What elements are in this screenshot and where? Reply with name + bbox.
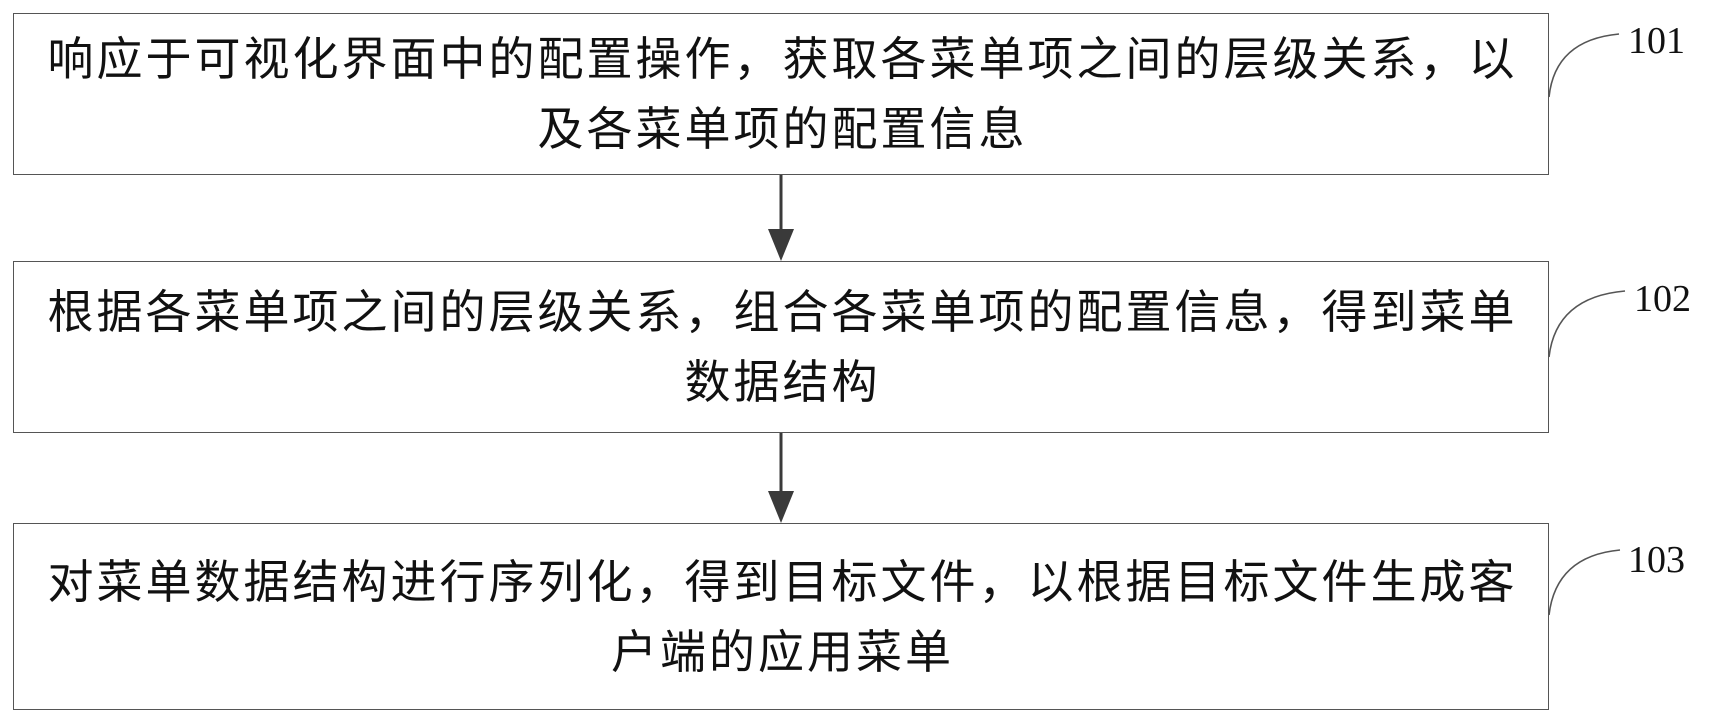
leader-curve-102 (1548, 290, 1626, 358)
step-box-103: 对菜单数据结构进行序列化，得到目标文件，以根据目标文件生成客 户端的应用菜单 (13, 523, 1549, 710)
arrow-102-to-103 (768, 433, 794, 523)
step-101-text-line-1: 响应于可视化界面中的配置操作，获取各菜单项之间的层级关系，以 (47, 32, 1518, 86)
step-label-103: 103 (1628, 539, 1685, 581)
step-101-text-line-2: 及各菜单项的配置信息 (537, 102, 1028, 156)
arrow-101-to-102-head (768, 229, 794, 261)
step-103-text-line-2: 户端的应用菜单 (611, 624, 954, 679)
step-102-text-line-1: 根据各菜单项之间的层级关系，组合各菜单项的配置信息，得到菜单 (47, 285, 1518, 339)
step-102-text-line-2: 数据结构 (684, 355, 881, 409)
leader-curve-101 (1548, 33, 1620, 98)
step-box-102: 根据各菜单项之间的层级关系，组合各菜单项的配置信息，得到菜单 数据结构 (13, 261, 1549, 433)
step-box-101: 响应于可视化界面中的配置操作，获取各菜单项之间的层级关系，以 及各菜单项的配置信… (13, 13, 1549, 175)
arrow-101-to-102 (768, 175, 794, 261)
step-label-101: 101 (1628, 20, 1685, 62)
leader-curve-103 (1548, 549, 1621, 616)
step-label-102: 102 (1634, 278, 1691, 320)
step-103-text-line-1: 对菜单数据结构进行序列化，得到目标文件，以根据目标文件生成客 (47, 554, 1518, 609)
arrow-102-to-103-head (768, 491, 794, 523)
